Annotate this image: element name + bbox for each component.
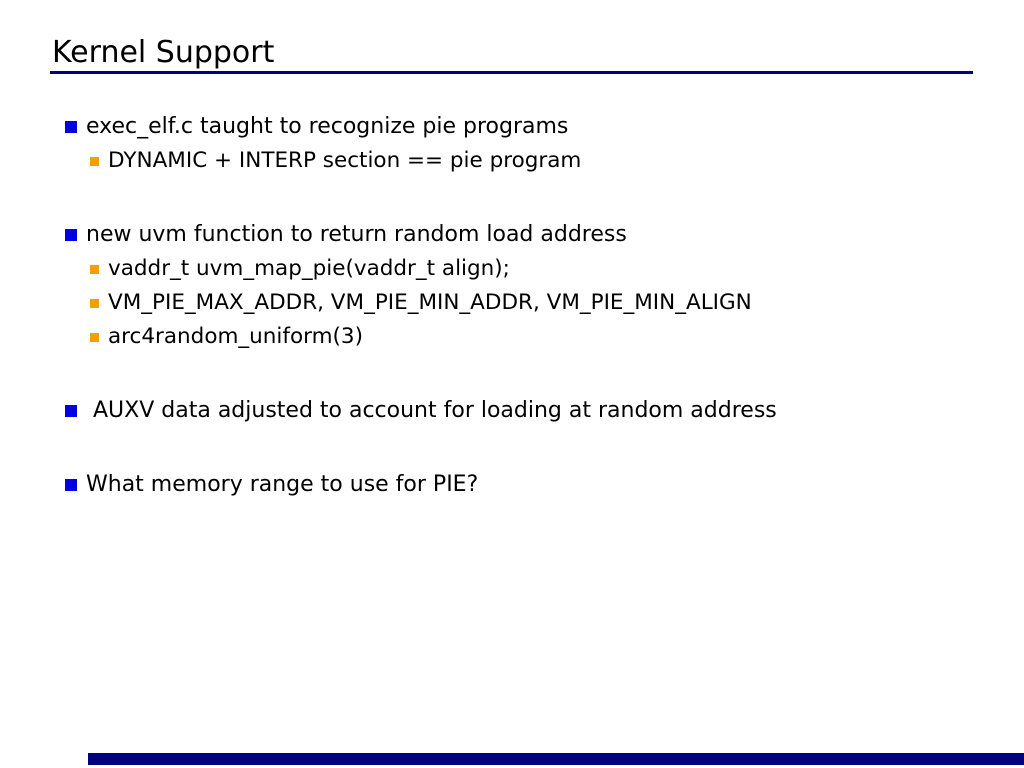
- level1-bullet-square-icon: [65, 479, 77, 491]
- level2-bullet-square-icon: [90, 332, 99, 342]
- level1-bullet-square-icon: [65, 229, 77, 241]
- list-item: What memory range to use for PIE?: [65, 468, 975, 502]
- list-item: arc4random_uniform(3): [90, 320, 975, 354]
- level1-bullet-square-icon: [65, 121, 77, 133]
- bullet-text: AUXV data adjusted to account for loadin…: [86, 398, 777, 423]
- bullet-text: arc4random_uniform(3): [108, 324, 363, 349]
- bullet-text: What memory range to use for PIE?: [86, 472, 479, 497]
- list-item: exec_elf.c taught to recognize pie progr…: [65, 110, 975, 144]
- slide-title: Kernel Support: [52, 35, 275, 70]
- bullet-group: exec_elf.c taught to recognize pie progr…: [65, 110, 975, 178]
- level1-bullet-square-icon: [65, 405, 77, 417]
- list-item: new uvm function to return random load a…: [65, 218, 975, 252]
- list-item: AUXV data adjusted to account for loadin…: [65, 394, 975, 428]
- level2-bullet-square-icon: [90, 298, 99, 308]
- bullet-text: new uvm function to return random load a…: [86, 222, 627, 247]
- bullet-text: DYNAMIC + INTERP section == pie program: [108, 148, 582, 173]
- footer-bar: [88, 753, 1024, 765]
- level2-bullet-square-icon: [90, 156, 99, 166]
- title-underline: [50, 71, 973, 74]
- list-item: VM_PIE_MAX_ADDR, VM_PIE_MIN_ADDR, VM_PIE…: [90, 286, 975, 320]
- bullet-text: vaddr_t uvm_map_pie(vaddr_t align);: [108, 256, 510, 281]
- bullet-text: VM_PIE_MAX_ADDR, VM_PIE_MIN_ADDR, VM_PIE…: [108, 290, 752, 315]
- bullet-group: new uvm function to return random load a…: [65, 218, 975, 354]
- bullet-group: What memory range to use for PIE?: [65, 468, 975, 502]
- list-item: vaddr_t uvm_map_pie(vaddr_t align);: [90, 252, 975, 286]
- level2-bullet-square-icon: [90, 264, 99, 274]
- bullet-list: exec_elf.c taught to recognize pie progr…: [65, 110, 975, 542]
- bullet-text: exec_elf.c taught to recognize pie progr…: [86, 114, 569, 139]
- bullet-group: AUXV data adjusted to account for loadin…: [65, 394, 975, 428]
- list-item: DYNAMIC + INTERP section == pie program: [90, 144, 975, 178]
